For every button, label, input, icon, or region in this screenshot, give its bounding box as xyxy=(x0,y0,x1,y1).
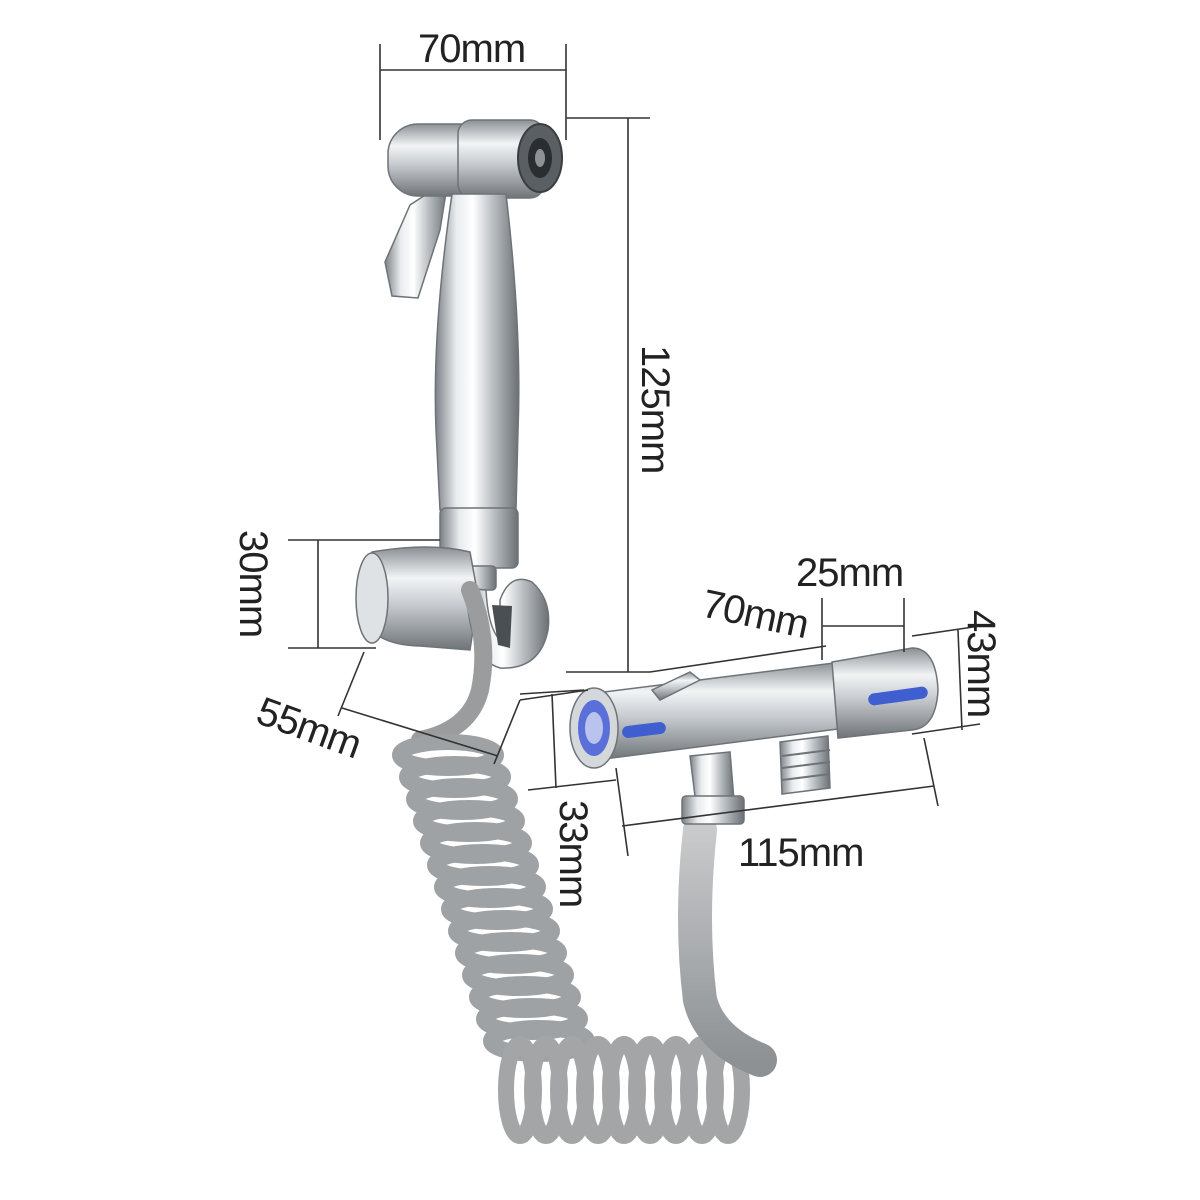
hose-coils xyxy=(392,734,750,1144)
wall-holder xyxy=(355,546,550,669)
valve-handle-blue-mark xyxy=(868,686,928,706)
valve-hose-nut xyxy=(681,795,745,825)
dimension-labels: 70mm 125mm 30mm 55mm 70mm 25mm 43mm 33mm… xyxy=(231,27,1003,907)
label-valve-total-length: 115mm xyxy=(738,831,863,875)
hose-upper-segment xyxy=(411,581,493,749)
coiled-hose xyxy=(392,581,777,1144)
label-valve-length: 70mm xyxy=(698,582,812,647)
label-holder-height: 30mm xyxy=(231,530,275,637)
hose-valve-segment xyxy=(678,813,777,1077)
label-sprayer-height: 125mm xyxy=(633,345,677,473)
angle-valve xyxy=(569,647,939,825)
label-handle-width: 25mm xyxy=(796,551,903,595)
valve-blue-mark xyxy=(622,722,666,738)
label-sprayer-width: 70mm xyxy=(418,27,525,71)
label-inlet-size: 33mm xyxy=(551,800,595,907)
label-holder-depth: 55mm xyxy=(251,689,367,767)
sprayer-handle xyxy=(434,193,520,511)
label-valve-height: 43mm xyxy=(959,610,1003,717)
dimension-lines xyxy=(288,44,981,857)
sprayer-trigger xyxy=(384,178,450,299)
holder-base xyxy=(355,552,389,644)
valve-top-cap xyxy=(650,671,702,701)
bidet-sprayer xyxy=(384,119,563,591)
